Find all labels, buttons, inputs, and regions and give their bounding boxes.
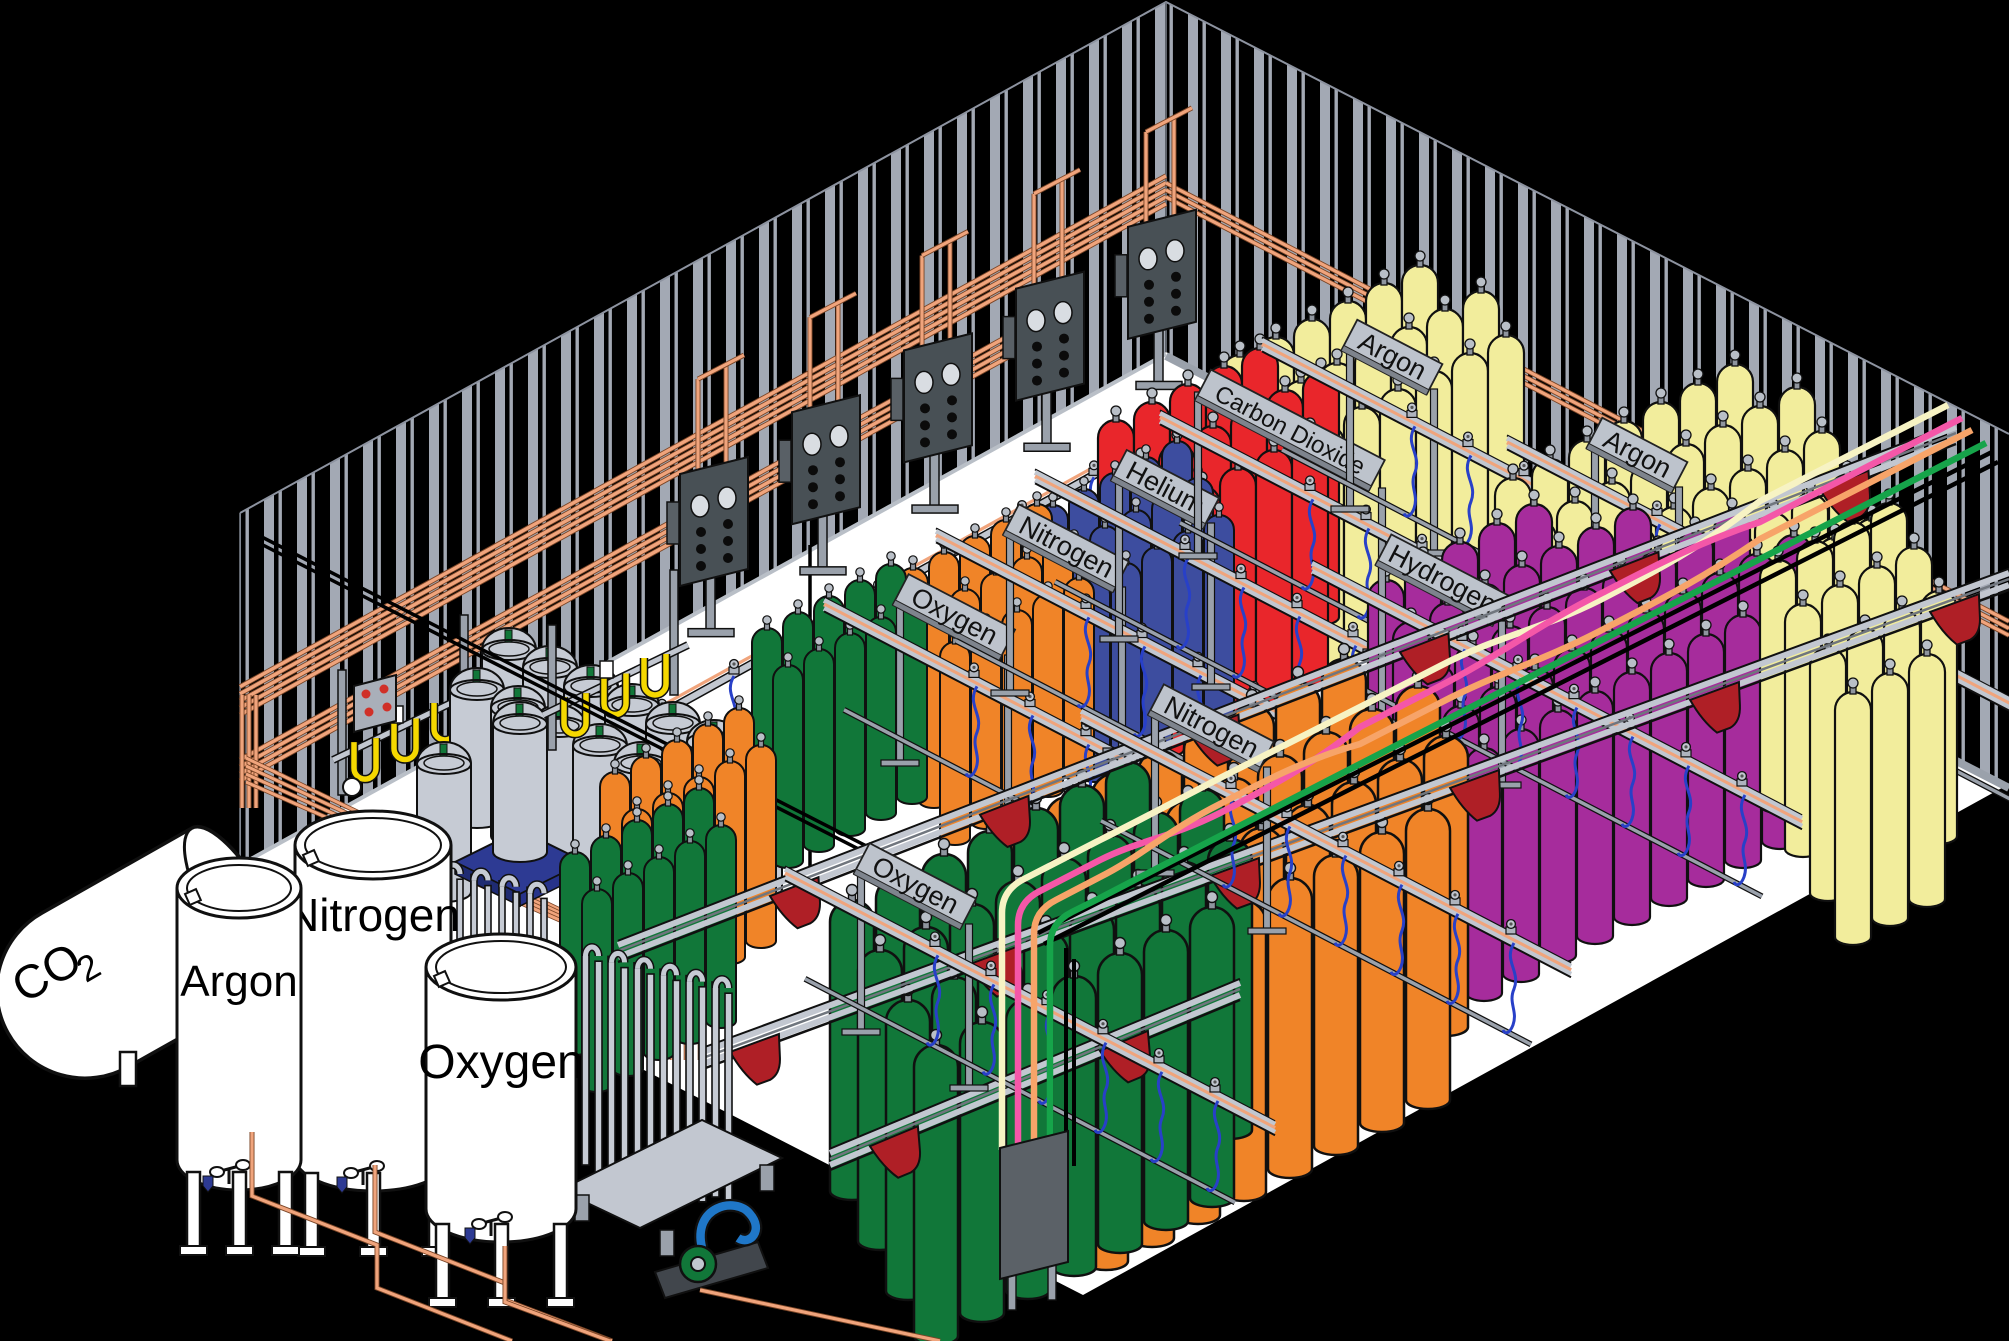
- svg-text:Nitrogen: Nitrogen: [286, 889, 460, 941]
- svg-text:Argon: Argon: [180, 957, 297, 1006]
- svg-text:Oxygen: Oxygen: [418, 1036, 583, 1089]
